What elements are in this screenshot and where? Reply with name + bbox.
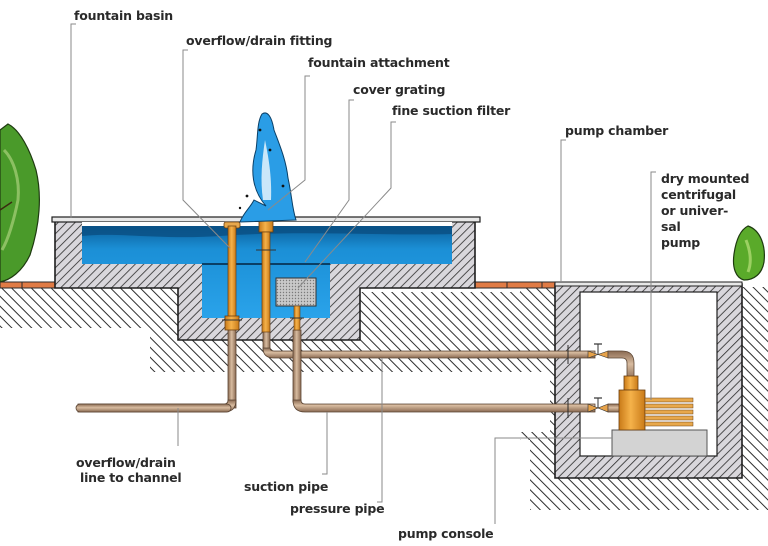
label-pressure-pipe: pressure pipe [290,501,384,516]
label-suction-pipe: suction pipe [244,479,328,494]
label-overflow-line-1: overflow/drain [76,455,176,470]
label-overflow-drain-fitting: overflow/drain fitting [186,33,332,48]
valve-pressure [587,343,635,381]
overflow-drain-fitting [222,221,242,331]
fountain-jet [238,112,297,223]
label-pump: dry mounted centrifugal or univer- sal p… [661,171,749,250]
label-pump-line-5: pump [661,235,700,250]
leader-lines [70,23,656,524]
label-pump-line-3: or univer- [661,203,728,218]
label-overflow-drain-line: overflow/drain line to channel [76,455,182,485]
label-pump-line-4: sal [661,219,681,234]
pump-console [611,429,708,457]
centrifugal-pump [618,375,694,431]
label-pump-console: pump console [398,526,493,541]
label-fine-suction-filter: fine suction filter [392,103,511,118]
label-pump-line-1: dry mounted [661,171,749,186]
tree-left [0,123,40,283]
label-cover-grating: cover grating [353,82,445,97]
label-fountain-attachment: fountain attachment [308,55,450,70]
fine-suction-filter [275,277,317,307]
label-overflow-line-2: line to channel [80,470,182,485]
tree-right [732,225,765,281]
label-pump-chamber: pump chamber [565,123,669,138]
label-fountain-basin: fountain basin [74,8,173,23]
pipes [75,327,596,418]
valve-suction [587,397,623,413]
label-pump-line-2: centrifugal [661,187,736,202]
